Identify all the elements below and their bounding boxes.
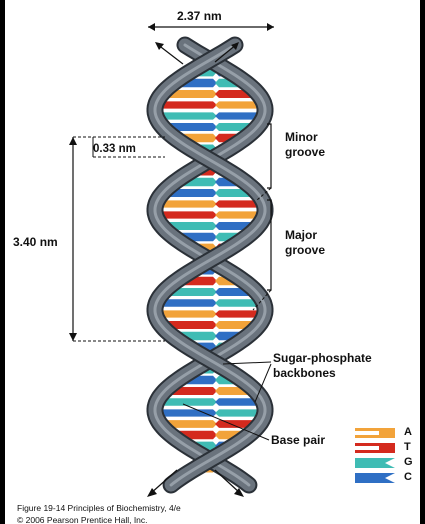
- copyright-line: © 2006 Pearson Prentice Hall, Inc.: [17, 515, 148, 524]
- figure-panel: 2.37 nm 0.33 nm 3.40 nm Minor groove Maj…: [5, 0, 420, 524]
- major-groove-bracket: [267, 199, 272, 291]
- major-groove-line1: Major: [285, 228, 318, 242]
- bottom-right-arrowhead: [234, 488, 244, 497]
- base-pair-leader: [182, 403, 270, 441]
- backbones-group: [146, 36, 274, 494]
- legend-swatch-C: [355, 473, 395, 483]
- minor-groove-label: Minor groove: [285, 130, 375, 160]
- minor-groove-line1: Minor: [285, 130, 318, 144]
- base-right-G: [215, 409, 265, 417]
- legend-swatch-A: [355, 428, 395, 438]
- base-left-T: [155, 211, 217, 219]
- pitch-arrow-top: [69, 137, 77, 145]
- base-right-G: [215, 299, 264, 307]
- legend-swatch-T: [355, 443, 395, 453]
- base-left-C: [155, 409, 217, 417]
- cytosine-arrow-icon: [355, 473, 395, 483]
- legend-letter-G: G: [404, 456, 413, 468]
- base-right-T: [215, 310, 265, 318]
- adenine-arrow-icon: [355, 428, 395, 438]
- backbone-leader-1: [222, 361, 272, 365]
- base-pair-label: Base pair: [271, 433, 326, 447]
- rise-per-base-label: 0.33 nm: [93, 143, 136, 155]
- legend-letter-A: A: [404, 426, 412, 438]
- minor-groove-bracket: [267, 123, 272, 189]
- base-left-A: [155, 200, 217, 208]
- legend-letter-C: C: [404, 471, 412, 483]
- minor-groove-guide: [256, 187, 272, 201]
- thymine-arrow-icon: [355, 443, 395, 453]
- backbone-leader-2: [254, 363, 272, 403]
- base-right-A: [215, 101, 265, 109]
- backbone-highlight-2: [153, 43, 267, 487]
- backbone-line2: backbones: [273, 366, 336, 380]
- guanine-arrow-icon: [355, 458, 395, 468]
- helix-width-label: 2.37 nm: [177, 9, 222, 23]
- legend-letter-T: T: [404, 441, 411, 453]
- bottom-left-axis-arrow: [149, 469, 178, 495]
- base-left-T: [155, 101, 217, 109]
- width-arrow-left: [148, 23, 155, 31]
- major-groove-guide: [252, 289, 272, 311]
- pitch-label: 3.40 nm: [13, 235, 58, 249]
- annotations-group: [69, 23, 274, 497]
- top-right-arrowhead: [231, 42, 239, 50]
- width-arrow-right: [267, 23, 274, 31]
- base-right-C: [215, 112, 265, 120]
- base-left-C: [156, 299, 217, 307]
- major-groove-line2: groove: [285, 243, 326, 257]
- minor-groove-line2: groove: [285, 145, 326, 159]
- bottom-left-arrowhead: [147, 488, 157, 497]
- base-right-C: [215, 398, 264, 406]
- base-right-T: [215, 200, 265, 208]
- backbone-line1: Sugar-phosphate: [273, 351, 372, 365]
- backbone-label: Sugar-phosphate backbones: [273, 351, 403, 381]
- figure-caption: Figure 19-14 Principles of Biochemistry,…: [17, 503, 181, 513]
- dna-helix-diagram: [69, 23, 274, 497]
- base-left-A: [155, 310, 217, 318]
- base-right-A: [215, 211, 265, 219]
- top-left-arrowhead: [155, 42, 164, 50]
- base-left-G: [155, 112, 217, 120]
- base-left-G: [156, 398, 217, 406]
- pitch-arrow-bottom: [69, 333, 77, 341]
- backbone-highlight-1: [153, 43, 267, 487]
- sugar-phosphate-backbone-2: [148, 38, 272, 492]
- top-left-axis-arrow: [156, 43, 184, 65]
- bottom-right-axis-arrow: [214, 469, 242, 495]
- base-left-T: [160, 321, 217, 329]
- legend-swatch-G: [355, 458, 395, 468]
- major-groove-label: Major groove: [285, 228, 375, 258]
- base-left-A: [160, 420, 217, 428]
